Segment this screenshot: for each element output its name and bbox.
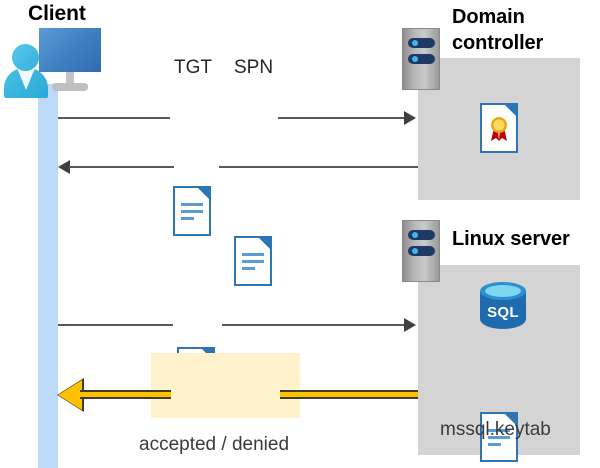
document-text-line (488, 436, 510, 439)
person-collar (17, 68, 35, 90)
certificate-document-icon (480, 103, 518, 153)
message-3-line-right (222, 324, 406, 326)
client-computer-user-icon (4, 28, 104, 98)
document-fold-corner (196, 186, 211, 201)
message-3-line-left (58, 324, 173, 326)
message-3-arrowhead (404, 318, 416, 332)
document-text-lines (488, 429, 510, 450)
gold-arrowhead (58, 380, 82, 410)
auth-result-caption: accepted / denied (139, 434, 290, 455)
spn-label: SPN (234, 57, 274, 78)
domain-controller-title-label: Domain controller (452, 6, 544, 54)
gold-line-right (280, 390, 418, 399)
document-text-lines (181, 203, 203, 224)
monitor-neck (66, 72, 74, 84)
sql-database-icon: SQL (480, 282, 526, 338)
client-lifeline (38, 84, 58, 468)
message-2-line-left (69, 166, 174, 168)
spn-document-icon (234, 236, 272, 286)
client-title-label: Client (28, 2, 86, 25)
server-bay-bottom (408, 54, 435, 64)
monitor-screen (39, 28, 101, 72)
gold-line-left (80, 390, 171, 399)
linux-server-title-label: Linux server (452, 228, 570, 250)
certificate-ribbon-icon (491, 117, 507, 141)
monitor-base (52, 83, 88, 91)
server-bay-top (408, 230, 435, 240)
tgt-document-icon (173, 186, 211, 236)
auth-result-highlight (151, 353, 300, 418)
message-1-arrowhead (404, 111, 416, 125)
server-bay-top (408, 38, 435, 48)
message-2-line-right (219, 166, 418, 168)
tgt-label: TGT (174, 57, 212, 78)
document-text-line (488, 429, 510, 432)
server-led-icon (412, 40, 418, 46)
document-text-line (181, 217, 195, 220)
document-text-lines (242, 253, 264, 274)
document-text-line (242, 253, 264, 256)
keytab-filename-label: mssql.keytab (440, 419, 551, 440)
document-text-line (181, 203, 203, 206)
document-text-line (242, 260, 264, 263)
sql-database-label: SQL (487, 304, 519, 321)
document-fold-corner (257, 236, 272, 251)
document-fold-corner (503, 103, 518, 118)
keytab-document-icon (480, 412, 518, 462)
message-1-line-right (278, 117, 406, 119)
message-2-arrowhead (58, 160, 70, 174)
domain-controller-server-icon (402, 28, 440, 90)
document-fold-corner (503, 412, 518, 427)
person-head (12, 44, 39, 71)
server-led-icon (412, 232, 418, 238)
linux-server-icon (402, 220, 440, 282)
document-text-line (488, 443, 502, 446)
document-text-line (242, 267, 256, 270)
server-led-icon (412, 56, 418, 62)
server-bay-bottom (408, 246, 435, 256)
message-1-line-left (58, 117, 170, 119)
document-text-line (181, 210, 203, 213)
database-cylinder-top-inner (485, 285, 521, 297)
server-led-icon (412, 248, 418, 254)
